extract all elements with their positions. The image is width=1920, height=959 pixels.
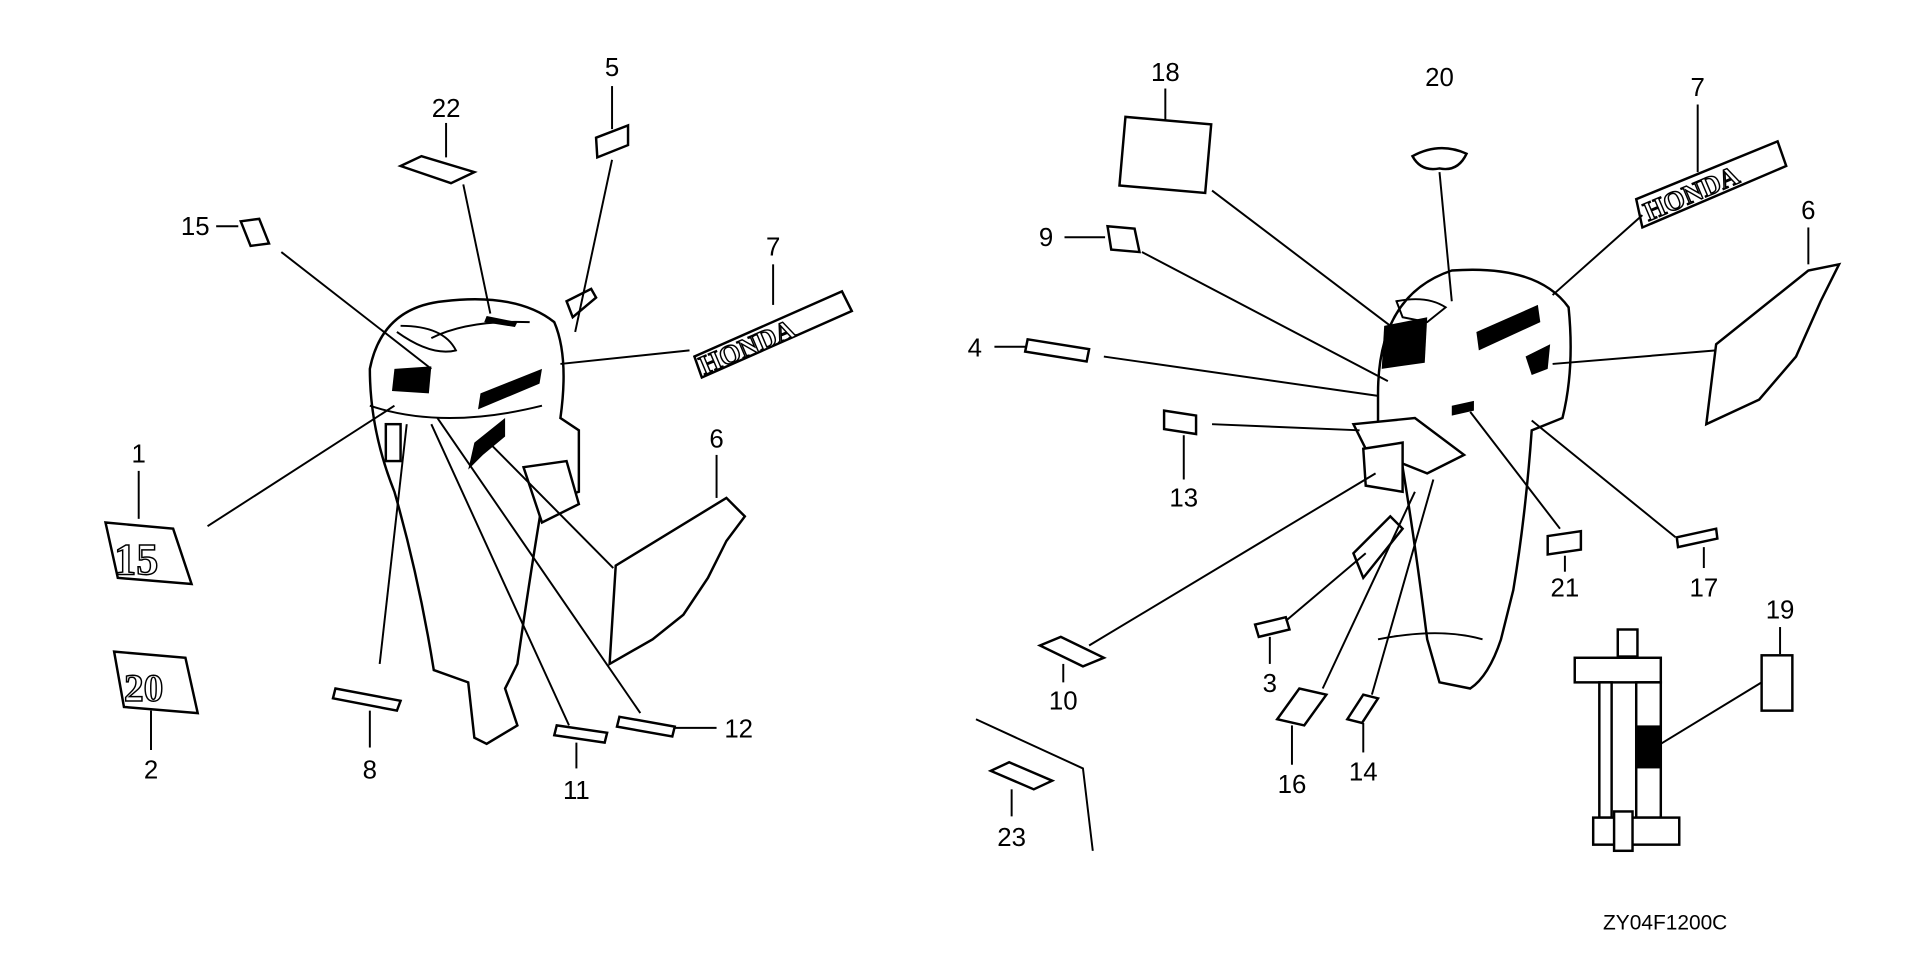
callout-14: 14 xyxy=(1349,759,1378,787)
decal-6-right xyxy=(1704,262,1842,427)
decal-11 xyxy=(552,724,609,744)
decal-18 xyxy=(1118,115,1213,195)
svg-text:20: 20 xyxy=(124,666,163,710)
outboard-motor-left xyxy=(368,287,598,746)
svg-text:HONDA: HONDA xyxy=(695,313,800,380)
callout-6: 6 xyxy=(709,426,723,454)
callout-15: 15 xyxy=(181,213,210,241)
callout-22: 22 xyxy=(432,95,461,123)
decal-14 xyxy=(1345,693,1380,725)
callout-21: 21 xyxy=(1551,574,1580,602)
boat-outline-23 xyxy=(975,718,1094,851)
decal-16 xyxy=(1275,687,1329,727)
honda-logo-decal-7-left: HONDA xyxy=(692,289,854,381)
callout-20: 20 xyxy=(1425,64,1454,92)
decal-8 xyxy=(331,687,403,713)
decal-15 xyxy=(239,217,271,248)
outboard-motor-right xyxy=(1351,268,1572,690)
decal-17 xyxy=(1675,527,1719,549)
decal-6-left xyxy=(608,496,747,667)
decal-4 xyxy=(1023,337,1091,363)
svg-text:15: 15 xyxy=(114,535,158,584)
decal-5 xyxy=(594,123,630,160)
callout-4: 4 xyxy=(968,335,982,363)
decal-23 xyxy=(987,760,1056,791)
callout-3: 3 xyxy=(1263,670,1277,698)
decal-1-model-15: 15 xyxy=(103,521,194,586)
decal-12 xyxy=(615,715,677,738)
callout-18: 18 xyxy=(1151,59,1180,87)
decal-19 xyxy=(1760,654,1794,712)
decal-22 xyxy=(397,154,478,185)
callout-7: 7 xyxy=(1691,74,1705,102)
honda-logo-decal-7-right: HONDA xyxy=(1634,139,1788,230)
callout-2: 2 xyxy=(144,756,158,784)
decal-21 xyxy=(1546,529,1583,556)
tiller-handle-19 xyxy=(1573,628,1681,853)
callout-16: 16 xyxy=(1278,771,1307,799)
callout-19: 19 xyxy=(1766,596,1795,624)
decal-2-model-20: 20 xyxy=(112,650,200,715)
callout-7: 7 xyxy=(766,234,780,262)
diagram-code: ZY04F1200C xyxy=(1603,911,1727,934)
leader-lines-right xyxy=(994,88,1810,817)
callout-1: 1 xyxy=(132,440,146,468)
callout-23: 23 xyxy=(997,824,1026,852)
svg-text:HONDA: HONDA xyxy=(1639,160,1744,227)
callout-10: 10 xyxy=(1049,687,1078,715)
decal-13 xyxy=(1162,409,1198,436)
callout-17: 17 xyxy=(1689,574,1718,602)
decal-9 xyxy=(1106,224,1142,254)
decal-20 xyxy=(1410,146,1469,171)
callout-8: 8 xyxy=(363,756,377,784)
callout-11: 11 xyxy=(563,777,590,805)
leader-lines-left xyxy=(137,86,775,769)
callout-12: 12 xyxy=(724,716,753,744)
decal-3 xyxy=(1253,615,1292,639)
decal-10 xyxy=(1036,635,1107,668)
callout-9: 9 xyxy=(1039,224,1053,252)
callout-6: 6 xyxy=(1801,197,1815,225)
callout-5: 5 xyxy=(605,54,619,82)
callout-13: 13 xyxy=(1169,485,1198,513)
